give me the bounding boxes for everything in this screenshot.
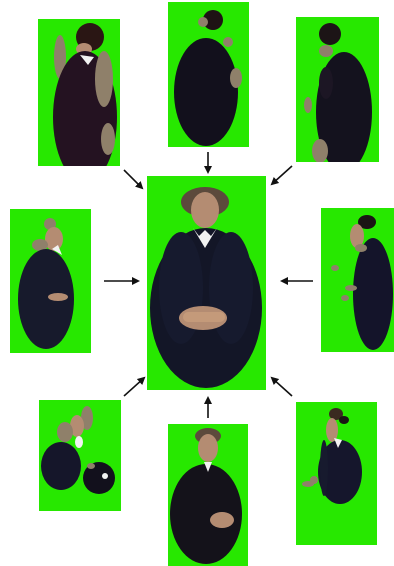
figure-fragmented-icon [39,400,121,511]
arrow-bottom-left [124,378,144,396]
panel-bottom-left [39,400,121,511]
panel-top-center [168,2,249,147]
panel-middle-right [321,208,394,352]
figure-front-view-icon [147,176,266,390]
figure-side-view-icon [38,19,120,166]
panel-bottom-center [168,424,248,566]
panel-top-left [38,19,120,166]
arrow-top-left [124,170,142,188]
panel-top-right [296,17,379,162]
panel-bottom-right [296,402,377,545]
panel-middle-left [10,209,91,353]
figure-top-view-icon [168,2,249,147]
arrow-top-right [272,166,292,184]
figure-arms-crossed-icon [168,424,248,566]
panel-center [147,176,266,390]
figure-profile-right-icon [321,208,394,352]
arrow-bottom-right [272,378,292,396]
figure-seated-side-icon [10,209,91,353]
figure-partial-side-icon [296,402,377,545]
figure-back-view-icon [296,17,379,162]
